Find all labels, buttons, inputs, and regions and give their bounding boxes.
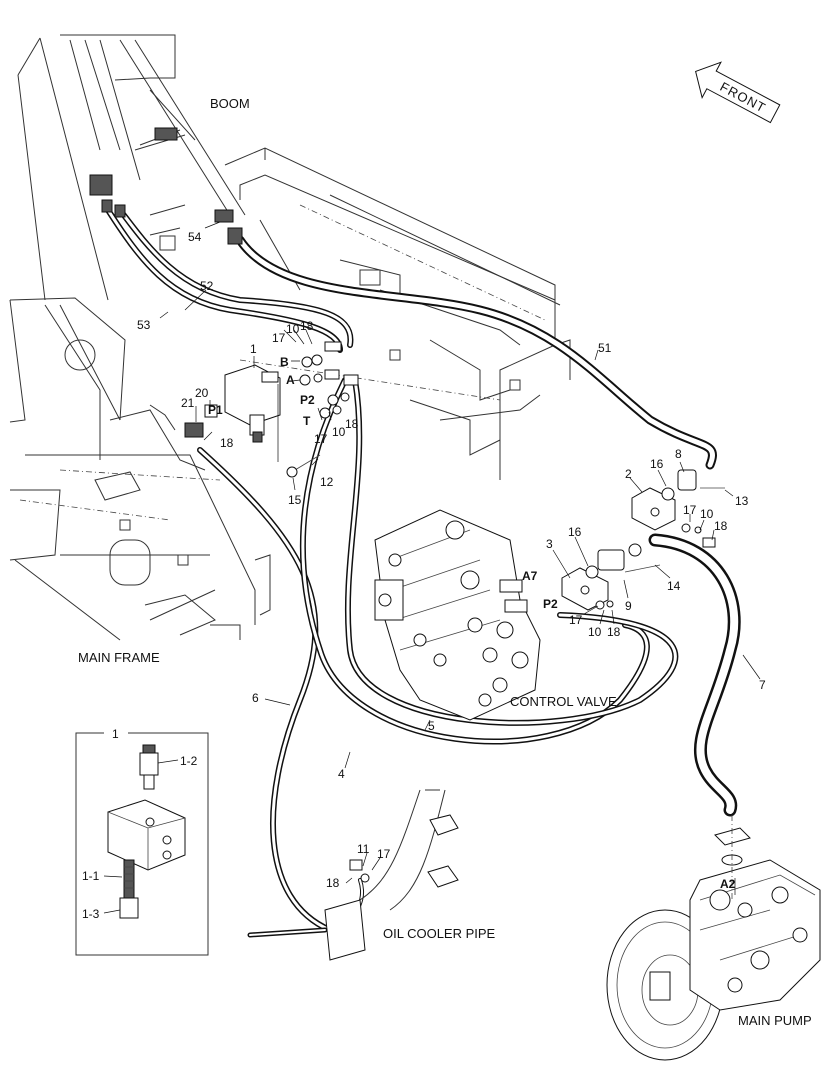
part-label-16a: 16: [650, 457, 664, 471]
part-label-52: 52: [200, 279, 214, 293]
solenoid-valve-assembly: [184, 341, 359, 478]
part-label-10b: 10: [332, 425, 346, 439]
area-labels: BOOM MAIN FRAME CONTROL VALVE OIL COOLER…: [78, 96, 812, 1028]
boom-fittings: [89, 127, 243, 245]
part-label-14: 14: [667, 579, 681, 593]
part-label-8: 8: [675, 447, 682, 461]
inset-label-1-1: 1-1: [82, 869, 100, 883]
port-label-a7: A7: [522, 569, 538, 583]
part-number-labels: 54 52 53 51 1 17 10 18 20 21 18 17 10 18…: [137, 230, 766, 890]
part-label-15: 15: [288, 493, 302, 507]
part-label-21: 21: [181, 396, 195, 410]
part-label-10c: 10: [700, 507, 714, 521]
part-label-16b: 16: [568, 525, 582, 539]
part-label-53: 53: [137, 318, 151, 332]
main-pump: [606, 815, 821, 1061]
oil-cooler-pipe: [247, 789, 459, 961]
front-arrow: FRONT: [695, 61, 781, 124]
part-label-2: 2: [625, 467, 632, 481]
part-label-17a: 17: [272, 331, 286, 345]
part-label-17e: 17: [377, 847, 391, 861]
part-label-18c: 18: [345, 417, 359, 431]
part-label-13: 13: [735, 494, 749, 508]
part-label-51: 51: [598, 341, 612, 355]
part-label-18d: 18: [714, 519, 728, 533]
leader-lines: [159, 221, 761, 895]
port-label-t: T: [303, 414, 311, 428]
part-label-6: 6: [252, 691, 259, 705]
port-label-p1: P1: [208, 403, 223, 417]
control-valve: [374, 509, 541, 721]
area-label-main-pump: MAIN PUMP: [738, 1013, 812, 1028]
inset-label-1-3: 1-3: [82, 907, 100, 921]
part-label-1: 1: [250, 342, 257, 356]
part-label-5: 5: [428, 719, 435, 733]
part-label-11: 11: [357, 842, 370, 856]
part-label-18a: 18: [300, 319, 314, 333]
inset-number: 1: [112, 727, 119, 741]
flange-fittings: [561, 469, 725, 611]
part-label-17c: 17: [683, 503, 697, 517]
part-label-20: 20: [195, 386, 209, 400]
port-labels: B A P1 P2 T A7 P2 A2: [208, 355, 736, 891]
area-label-oil-cooler-pipe: OIL COOLER PIPE: [383, 926, 496, 941]
area-label-control-valve: CONTROL VALVE: [510, 694, 617, 709]
main-frame-structure: [9, 147, 571, 641]
part-label-10a: 10: [286, 322, 300, 336]
part-label-18f: 18: [326, 876, 340, 890]
inset-part-1-detail: 1 1-2 1-1 1-3: [75, 727, 209, 956]
part-label-18e: 18: [607, 625, 621, 639]
part-label-3: 3: [546, 537, 553, 551]
port-label-p2-upper: P2: [300, 393, 315, 407]
part-label-9: 9: [625, 599, 632, 613]
part-label-7: 7: [759, 678, 766, 692]
port-label-p2-valve: P2: [543, 597, 558, 611]
area-label-main-frame: MAIN FRAME: [78, 650, 160, 665]
hoses: [105, 207, 741, 933]
inset-label-1-2: 1-2: [180, 754, 198, 768]
part-label-17b: 17: [314, 432, 328, 446]
port-label-a: A: [286, 373, 295, 387]
port-label-b: B: [280, 355, 289, 369]
port-label-a2: A2: [720, 877, 736, 891]
area-label-boom: BOOM: [210, 96, 250, 111]
part-label-17d: 17: [569, 613, 583, 627]
part-label-54: 54: [188, 230, 202, 244]
part-label-12: 12: [320, 475, 334, 489]
part-label-10d: 10: [588, 625, 602, 639]
boom-structure: [9, 34, 246, 471]
part-label-4: 4: [338, 767, 345, 781]
part-label-18b: 18: [220, 436, 234, 450]
